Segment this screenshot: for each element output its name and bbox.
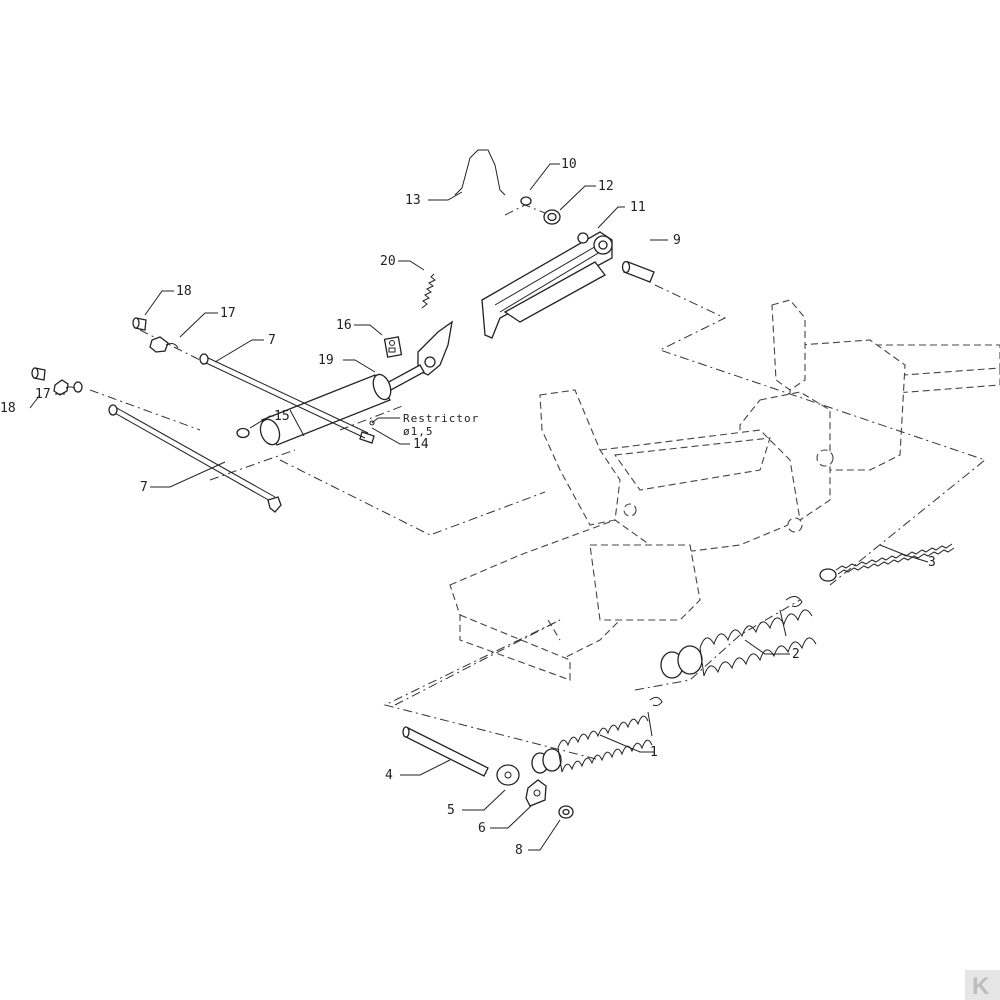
o-ring-part	[520, 196, 532, 206]
callout-5: 5	[447, 803, 455, 818]
hose-lower-part	[108, 404, 282, 513]
washer-8-part	[558, 805, 574, 819]
chain-part	[819, 543, 955, 582]
callout-18-upper: 18	[176, 284, 192, 299]
fitting-18-lower-part	[31, 367, 46, 381]
bracket-plate-part	[525, 779, 547, 807]
dust-cap-17-upper-part	[149, 336, 179, 353]
spring-1-part	[531, 696, 663, 774]
callout-20: 20	[380, 254, 396, 269]
callout-7-upper: 7	[268, 333, 276, 348]
brand-logo: K	[965, 970, 1000, 1000]
callout-12: 12	[598, 179, 614, 194]
callout-labels: 1 2 3 4 5 6 7 7 8 9 10 11 12 13 14 15 16…	[0, 157, 936, 858]
wire-clip-part	[454, 149, 506, 196]
callout-7-lower: 7	[140, 480, 148, 495]
fitting-18-upper-part	[132, 317, 147, 331]
callout-17-lower: 17	[35, 387, 51, 402]
callout-4: 4	[385, 768, 393, 783]
long-pin-part	[402, 726, 489, 777]
callout-2: 2	[792, 647, 800, 662]
hydraulic-cylinder-part	[259, 320, 453, 446]
callout-16: 16	[336, 318, 352, 333]
callout-8: 8	[515, 843, 523, 858]
washer-plate-part	[496, 764, 520, 786]
callout-3: 3	[928, 555, 936, 570]
o-ring-15-part	[236, 427, 250, 439]
main-frame-phantom	[449, 299, 1000, 681]
dust-cap-17-lower-part	[53, 379, 83, 396]
callout-1: 1	[650, 745, 658, 760]
large-spring-part	[660, 596, 817, 679]
pin-part	[621, 260, 655, 283]
lever-bracket-part	[481, 231, 613, 339]
callout-leader-lines	[29, 163, 929, 851]
callout-15: 15	[274, 409, 290, 424]
restrictor-note: Restrictor ø1,5	[371, 412, 479, 438]
callout-6: 6	[478, 821, 486, 836]
bushing-part	[543, 209, 561, 225]
label-plate-part	[383, 336, 403, 358]
callout-10: 10	[561, 157, 577, 172]
callout-17-upper: 17	[220, 306, 236, 321]
restrictor-note-line2: ø1,5	[403, 425, 434, 438]
restrictor-note-line1: Restrictor	[403, 412, 479, 425]
callout-13: 13	[405, 193, 421, 208]
callout-19: 19	[318, 353, 334, 368]
callout-9: 9	[673, 233, 681, 248]
callout-11: 11	[630, 200, 646, 215]
small-spring-part	[421, 273, 436, 309]
callout-14: 14	[413, 437, 429, 452]
callout-18-lower: 18	[0, 401, 16, 416]
brand-logo-letter: K	[972, 973, 990, 1000]
restrictor-fitting-part	[359, 420, 375, 444]
hose-upper-part	[199, 353, 369, 439]
